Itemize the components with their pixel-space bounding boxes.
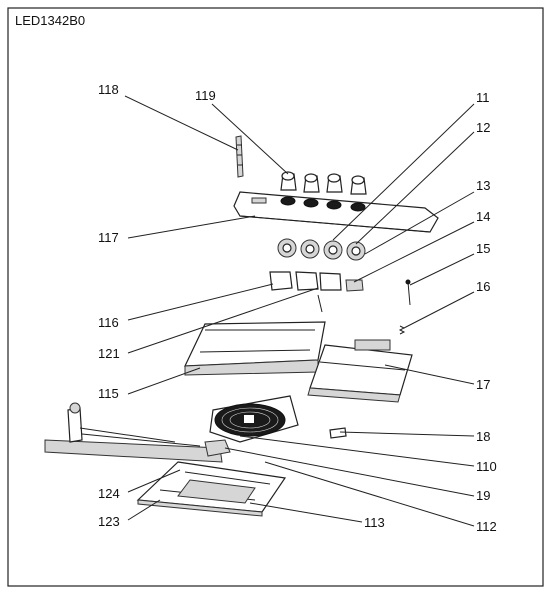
callout-18: 18 bbox=[476, 429, 490, 444]
part-124-frame bbox=[44, 402, 223, 463]
part-117-control-panel bbox=[233, 191, 439, 233]
callout-15: 15 bbox=[476, 241, 490, 256]
part-115-filter bbox=[184, 321, 326, 376]
part-119-knobs bbox=[280, 171, 367, 195]
callout-115: 115 bbox=[98, 386, 119, 401]
part-113-plate bbox=[177, 479, 256, 504]
callout-118: 118 bbox=[98, 82, 119, 97]
callout-16: 16 bbox=[476, 279, 490, 294]
callout-124: 124 bbox=[98, 486, 120, 501]
callout-119: 119 bbox=[195, 88, 216, 103]
callout-113: 113 bbox=[364, 515, 385, 530]
callout-13: 13 bbox=[476, 178, 490, 193]
part-118-rod bbox=[235, 135, 244, 178]
callout-110: 110 bbox=[476, 459, 497, 474]
callout-14: 14 bbox=[476, 209, 490, 224]
part-11-12-rings bbox=[277, 238, 366, 261]
callout-19: 19 bbox=[476, 488, 490, 503]
diagram-title: LED1342B0 bbox=[15, 13, 85, 28]
part-110-fan-disc bbox=[209, 395, 299, 443]
part-15-bolt bbox=[405, 279, 411, 306]
part-17-filter bbox=[307, 339, 413, 403]
part-18-clip bbox=[329, 427, 347, 439]
part-19-bracket bbox=[204, 439, 231, 457]
callout-123: 123 bbox=[98, 514, 120, 529]
diagram-border bbox=[7, 7, 544, 587]
callout-11: 11 bbox=[476, 90, 490, 105]
callout-17: 17 bbox=[476, 377, 490, 392]
callout-labels: 118 119 11 12 13 14 15 16 117 116 121 11… bbox=[98, 82, 497, 534]
leader-lines bbox=[124, 95, 475, 527]
callout-117: 117 bbox=[98, 230, 119, 245]
part-121-screw bbox=[317, 294, 323, 313]
callout-12: 12 bbox=[476, 120, 490, 135]
callout-116: 116 bbox=[98, 315, 119, 330]
callout-112: 112 bbox=[476, 519, 497, 534]
part-16-spring bbox=[398, 325, 406, 335]
callout-121: 121 bbox=[98, 346, 120, 361]
